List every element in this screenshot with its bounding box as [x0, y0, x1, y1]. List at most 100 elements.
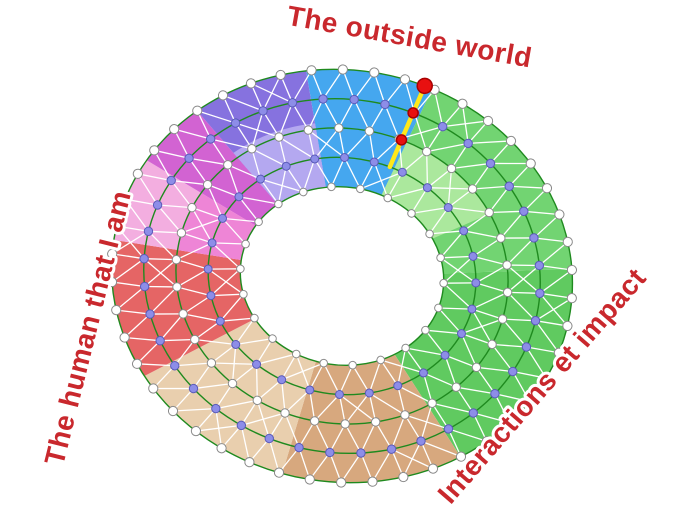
mesh-node[interactable]	[482, 115, 494, 127]
mesh-node[interactable]	[107, 248, 118, 260]
sector-purple-inner-light[interactable]	[227, 111, 336, 211]
mesh-node[interactable]	[525, 158, 536, 169]
mesh-node[interactable]	[303, 125, 314, 135]
mesh-node[interactable]	[294, 442, 304, 453]
mesh-node[interactable]	[306, 65, 317, 76]
mesh-node[interactable]	[202, 179, 213, 190]
mesh-node[interactable]	[364, 126, 375, 136]
mesh-node[interactable]	[457, 98, 468, 110]
sector-impact-tan-light[interactable]	[133, 303, 321, 476]
mesh-node[interactable]	[456, 329, 466, 339]
mesh-node[interactable]	[459, 226, 469, 236]
mesh-node[interactable]	[145, 309, 155, 319]
mesh-node[interactable]	[206, 291, 216, 301]
selected-node[interactable]	[395, 134, 408, 146]
mesh-node[interactable]	[120, 194, 131, 205]
mesh-node[interactable]	[139, 281, 150, 292]
mesh-node[interactable]	[383, 193, 393, 203]
mesh-node[interactable]	[439, 278, 448, 288]
mesh-node[interactable]	[216, 443, 227, 454]
mesh-node[interactable]	[252, 395, 263, 406]
mesh-node[interactable]	[529, 233, 539, 243]
mesh-node[interactable]	[167, 405, 179, 417]
mesh-node[interactable]	[562, 236, 574, 248]
mesh-node[interactable]	[171, 254, 182, 265]
mesh-node[interactable]	[535, 288, 545, 298]
mesh-node[interactable]	[562, 320, 573, 332]
mesh-node[interactable]	[397, 167, 407, 177]
mesh-node[interactable]	[327, 182, 336, 192]
mesh-node[interactable]	[241, 239, 250, 249]
sector-interactions-green-b[interactable]	[380, 244, 576, 471]
mesh-node[interactable]	[467, 304, 477, 314]
mesh-node[interactable]	[227, 378, 238, 389]
mesh-node[interactable]	[418, 368, 428, 378]
mesh-node[interactable]	[275, 69, 286, 81]
mesh-node[interactable]	[400, 410, 410, 420]
mesh-node[interactable]	[504, 181, 514, 191]
mesh-node[interactable]	[111, 220, 122, 232]
mesh-node[interactable]	[376, 355, 385, 365]
mesh-node[interactable]	[427, 398, 437, 408]
mesh-node[interactable]	[319, 358, 328, 368]
mesh-node[interactable]	[318, 94, 328, 104]
mesh-node[interactable]	[218, 213, 228, 223]
mesh-node[interactable]	[380, 99, 390, 110]
mesh-node[interactable]	[299, 187, 308, 197]
mesh-node[interactable]	[217, 90, 229, 101]
mesh-node[interactable]	[451, 382, 461, 392]
mesh-node[interactable]	[287, 98, 298, 108]
mesh-node[interactable]	[434, 303, 443, 313]
mesh-node[interactable]	[236, 264, 245, 274]
mesh-node[interactable]	[369, 67, 380, 78]
mesh-node[interactable]	[234, 192, 244, 202]
mesh-node[interactable]	[169, 124, 180, 135]
mesh-node[interactable]	[484, 207, 494, 218]
mesh-node[interactable]	[139, 254, 149, 264]
mesh-node[interactable]	[416, 436, 426, 446]
mesh-node[interactable]	[566, 264, 578, 276]
mesh-node[interactable]	[184, 153, 194, 163]
mesh-node[interactable]	[192, 105, 203, 116]
mesh-node[interactable]	[258, 106, 268, 116]
selected-node[interactable]	[407, 107, 419, 119]
mesh-node[interactable]	[504, 417, 516, 429]
mesh-node[interactable]	[467, 184, 478, 194]
mesh-node[interactable]	[443, 424, 454, 434]
mesh-node[interactable]	[273, 467, 285, 478]
mesh-node[interactable]	[274, 199, 283, 209]
mesh-node[interactable]	[223, 160, 233, 170]
mesh-node[interactable]	[291, 349, 301, 359]
mesh-node[interactable]	[502, 287, 513, 298]
sector-human-red[interactable]	[94, 239, 264, 392]
mesh-node[interactable]	[244, 457, 255, 468]
mesh-node[interactable]	[421, 146, 432, 157]
mesh-node[interactable]	[524, 396, 535, 407]
mesh-node[interactable]	[364, 388, 374, 398]
mesh-node[interactable]	[176, 228, 187, 238]
mesh-node[interactable]	[206, 358, 217, 368]
mesh-node[interactable]	[281, 161, 291, 171]
mesh-node[interactable]	[187, 202, 197, 213]
mesh-node[interactable]	[356, 184, 365, 194]
mesh-node[interactable]	[304, 474, 316, 485]
mesh-node[interactable]	[119, 332, 130, 343]
mesh-node[interactable]	[309, 416, 320, 426]
mesh-node[interactable]	[340, 153, 350, 163]
mesh-node[interactable]	[481, 436, 492, 447]
mesh-node[interactable]	[340, 419, 350, 429]
mesh-node[interactable]	[425, 229, 434, 239]
mesh-node[interactable]	[348, 360, 357, 370]
mesh-node[interactable]	[490, 389, 500, 399]
mesh-node[interactable]	[398, 471, 409, 483]
mesh-node[interactable]	[553, 347, 565, 359]
mesh-node[interactable]	[485, 158, 496, 169]
mesh-node[interactable]	[172, 282, 182, 292]
mesh-node[interactable]	[399, 74, 411, 85]
mesh-node[interactable]	[440, 350, 450, 360]
mesh-node[interactable]	[231, 339, 241, 349]
mesh-node[interactable]	[239, 289, 248, 299]
mesh-node[interactable]	[530, 315, 541, 326]
mesh-node[interactable]	[468, 408, 479, 418]
mesh-node[interactable]	[455, 451, 467, 462]
